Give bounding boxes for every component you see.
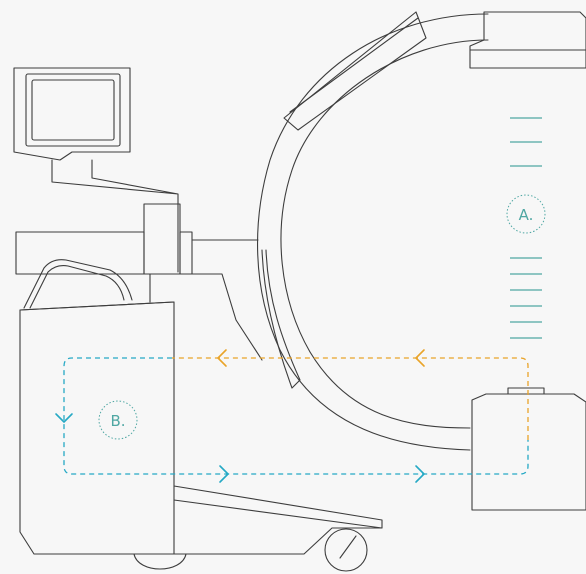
push-handle (23, 259, 133, 309)
c-arm (257, 11, 489, 451)
monitor (13, 67, 179, 273)
beam-markers (510, 117, 542, 339)
mobile-base (19, 301, 383, 572)
support-column (15, 203, 263, 361)
label-b-text: B. (110, 412, 125, 430)
image-detector (469, 11, 586, 69)
label-a-text: A. (519, 206, 534, 224)
label-b: B. (98, 400, 138, 440)
xray-source (471, 387, 586, 511)
flow-path-a (172, 349, 529, 440)
flow-path-b (55, 357, 529, 483)
label-a: A. (506, 194, 546, 234)
